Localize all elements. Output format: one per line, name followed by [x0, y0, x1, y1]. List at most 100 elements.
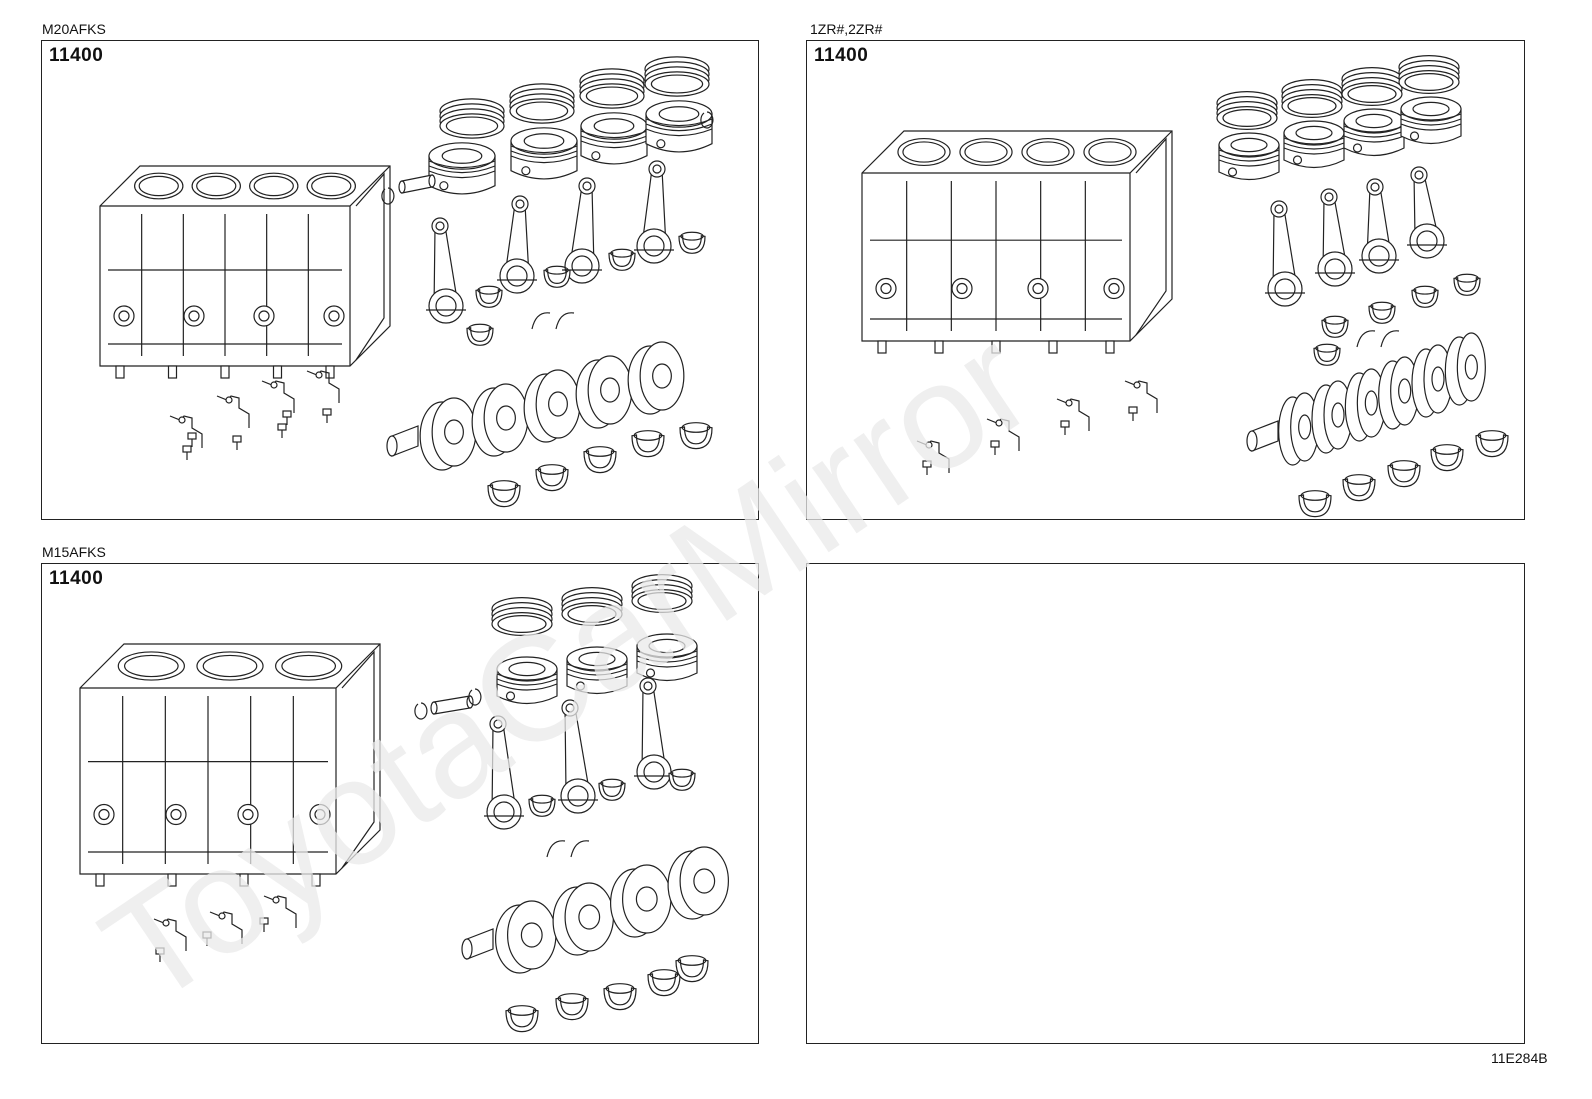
- cylinder-block-icon: [99, 165, 391, 379]
- crankshaft-icon: [461, 846, 729, 974]
- oil-jet-icon: [1056, 398, 1090, 431]
- bolt-icon: [187, 432, 197, 447]
- bolt-icon: [282, 410, 292, 425]
- connecting-rod-icon: [634, 677, 674, 790]
- oil-jet-icon: [916, 440, 950, 473]
- connecting-rod-icon: [634, 160, 674, 264]
- engine-label-1zr-2zr: 1ZR#,2ZR#: [810, 21, 883, 37]
- piston-ring-icon: [1281, 78, 1343, 118]
- engine-label-m20afks: M20AFKS: [42, 21, 106, 37]
- piston-ring-icon: [439, 98, 505, 139]
- diagram-panel-empty: [806, 563, 1525, 1044]
- crankshaft-icon: [386, 341, 685, 471]
- bearing-icon: [487, 480, 521, 508]
- bearing-icon: [583, 446, 617, 474]
- piston-icon: [510, 127, 578, 180]
- connecting-rod-icon: [497, 195, 537, 294]
- bolt-icon: [322, 408, 332, 423]
- snap-ring-icon: [468, 688, 482, 706]
- part-number[interactable]: 11400: [814, 45, 869, 66]
- piston-ring-icon: [1398, 55, 1460, 94]
- connecting-rod-icon: [1265, 200, 1305, 307]
- piston-icon: [1218, 132, 1280, 181]
- bolt-icon: [922, 460, 932, 475]
- diagram-panel-1zr-2zr[interactable]: 11400: [806, 40, 1525, 520]
- snap-ring-icon: [414, 702, 428, 720]
- bearing-icon: [543, 265, 571, 288]
- oil-jet-icon: [261, 380, 295, 413]
- diagram-panel-m15afks[interactable]: 11400: [41, 563, 759, 1044]
- oil-jet-icon: [209, 911, 243, 944]
- piston-ring-icon: [491, 596, 553, 636]
- bearing-icon: [1298, 490, 1332, 518]
- piston-icon: [496, 656, 558, 705]
- oil-jet-icon: [306, 370, 340, 403]
- thrust-washer-icon: [1356, 330, 1400, 348]
- bearing-icon: [678, 231, 706, 254]
- bolt-icon: [1060, 420, 1070, 435]
- cylinder-block-icon: [79, 643, 381, 887]
- piston-ring-icon: [579, 68, 645, 109]
- connecting-rod-icon: [558, 699, 598, 814]
- bearing-icon: [1342, 474, 1376, 502]
- bearing-icon: [555, 993, 589, 1021]
- bolt-icon: [1128, 406, 1138, 421]
- bolt-icon: [259, 917, 269, 932]
- connecting-rod-icon: [484, 715, 524, 830]
- bearing-icon: [679, 422, 713, 450]
- piston-icon: [566, 646, 628, 695]
- piston-icon: [1283, 120, 1345, 169]
- connecting-rod-icon: [1407, 166, 1447, 259]
- bearing-icon: [1321, 315, 1349, 338]
- connecting-rod-icon: [1315, 188, 1355, 287]
- bolt-icon: [155, 947, 165, 962]
- bearing-icon: [475, 285, 503, 308]
- bearing-icon: [608, 248, 636, 271]
- connecting-rod-icon: [426, 217, 466, 324]
- bolt-icon: [277, 423, 287, 438]
- bearing-icon: [535, 464, 569, 492]
- bearing-icon: [505, 1005, 539, 1033]
- piston-pin-icon: [430, 695, 474, 715]
- bearing-icon: [1453, 273, 1481, 296]
- illustration-code: 11E284B: [1491, 1050, 1548, 1066]
- piston-icon: [645, 100, 713, 153]
- cylinder-block-icon: [861, 130, 1173, 354]
- bearing-icon: [603, 983, 637, 1011]
- oil-jet-icon: [1124, 380, 1158, 413]
- piston-ring-icon: [509, 83, 575, 124]
- bearing-icon: [668, 768, 696, 791]
- bearing-icon: [1411, 285, 1439, 308]
- bearing-icon: [675, 955, 709, 983]
- bearing-icon: [1387, 460, 1421, 488]
- bearing-icon: [528, 794, 556, 817]
- oil-jet-icon: [216, 395, 250, 428]
- part-number[interactable]: 11400: [49, 568, 104, 589]
- thrust-washer-icon: [546, 840, 590, 858]
- bearing-icon: [1430, 444, 1464, 472]
- piston-pin-icon: [398, 174, 436, 194]
- bearing-icon: [598, 778, 626, 801]
- bolt-icon: [232, 435, 242, 450]
- bearing-icon: [1475, 430, 1509, 458]
- piston-ring-icon: [631, 574, 693, 613]
- oil-jet-icon: [986, 418, 1020, 451]
- oil-jet-icon: [153, 918, 187, 951]
- connecting-rod-icon: [562, 177, 602, 284]
- piston-icon: [428, 142, 496, 195]
- engine-label-m15afks: M15AFKS: [42, 544, 106, 560]
- bearing-icon: [1368, 301, 1396, 324]
- piston-ring-icon: [644, 56, 710, 97]
- bolt-icon: [202, 931, 212, 946]
- part-number[interactable]: 11400: [49, 45, 104, 66]
- piston-ring-icon: [561, 587, 623, 626]
- crankshaft-icon: [1246, 332, 1486, 466]
- piston-icon: [1400, 96, 1462, 145]
- bolt-icon: [182, 445, 192, 460]
- piston-icon: [636, 633, 698, 682]
- piston-ring-icon: [1341, 67, 1403, 106]
- diagram-panel-m20afks[interactable]: 11400: [41, 40, 759, 520]
- bearing-icon: [1313, 343, 1341, 366]
- exploded-view-m15afks: [79, 574, 729, 1033]
- piston-icon: [1343, 108, 1405, 157]
